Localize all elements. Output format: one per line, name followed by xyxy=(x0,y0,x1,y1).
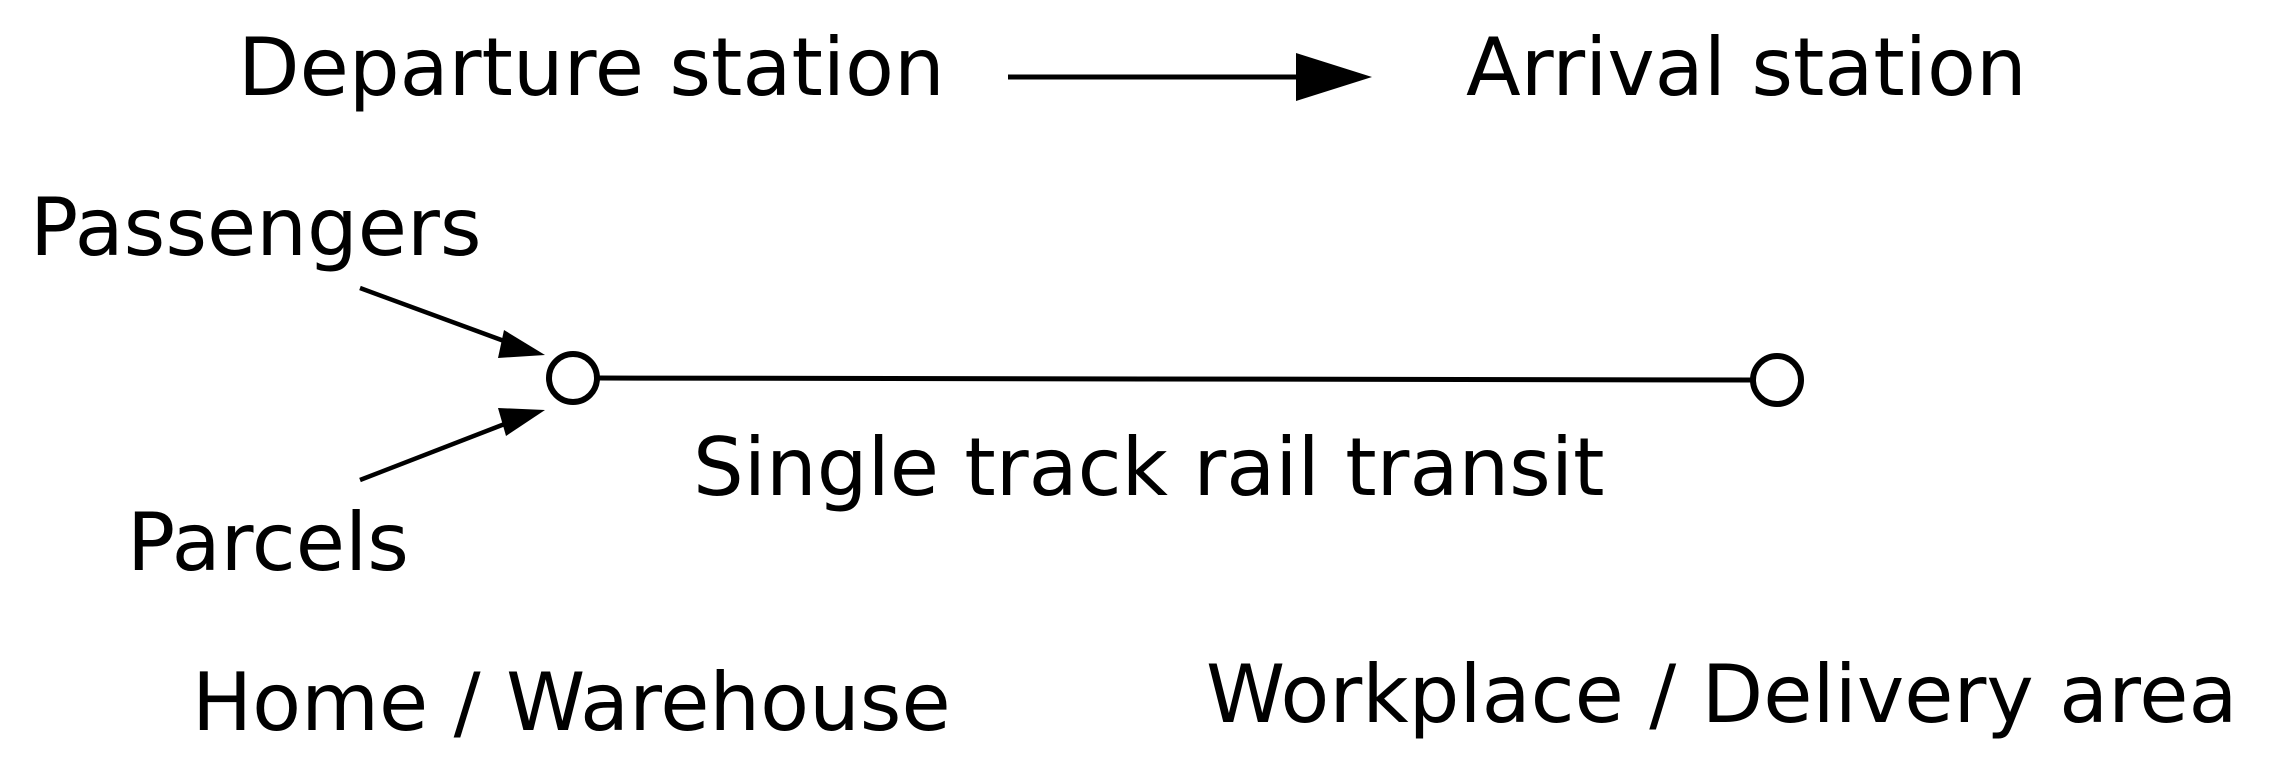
passengers-arrow xyxy=(359,285,545,358)
arrival-station-node xyxy=(1750,353,1804,407)
departure-station-node xyxy=(546,351,600,405)
passengers-label: Passengers xyxy=(30,181,482,274)
track-label: Single track rail transit xyxy=(693,421,1605,514)
arrival-station-label: Arrival station xyxy=(1466,21,2027,114)
parcels-label: Parcels xyxy=(127,496,409,589)
departure-station-label: Departure station xyxy=(238,21,945,114)
origin-label: Home / Warehouse xyxy=(192,656,951,749)
parcels-arrow xyxy=(359,408,545,483)
destination-label: Workplace / Delivery area xyxy=(1206,648,2238,741)
track-line xyxy=(597,375,1754,383)
direction-arrow xyxy=(1008,53,1372,101)
